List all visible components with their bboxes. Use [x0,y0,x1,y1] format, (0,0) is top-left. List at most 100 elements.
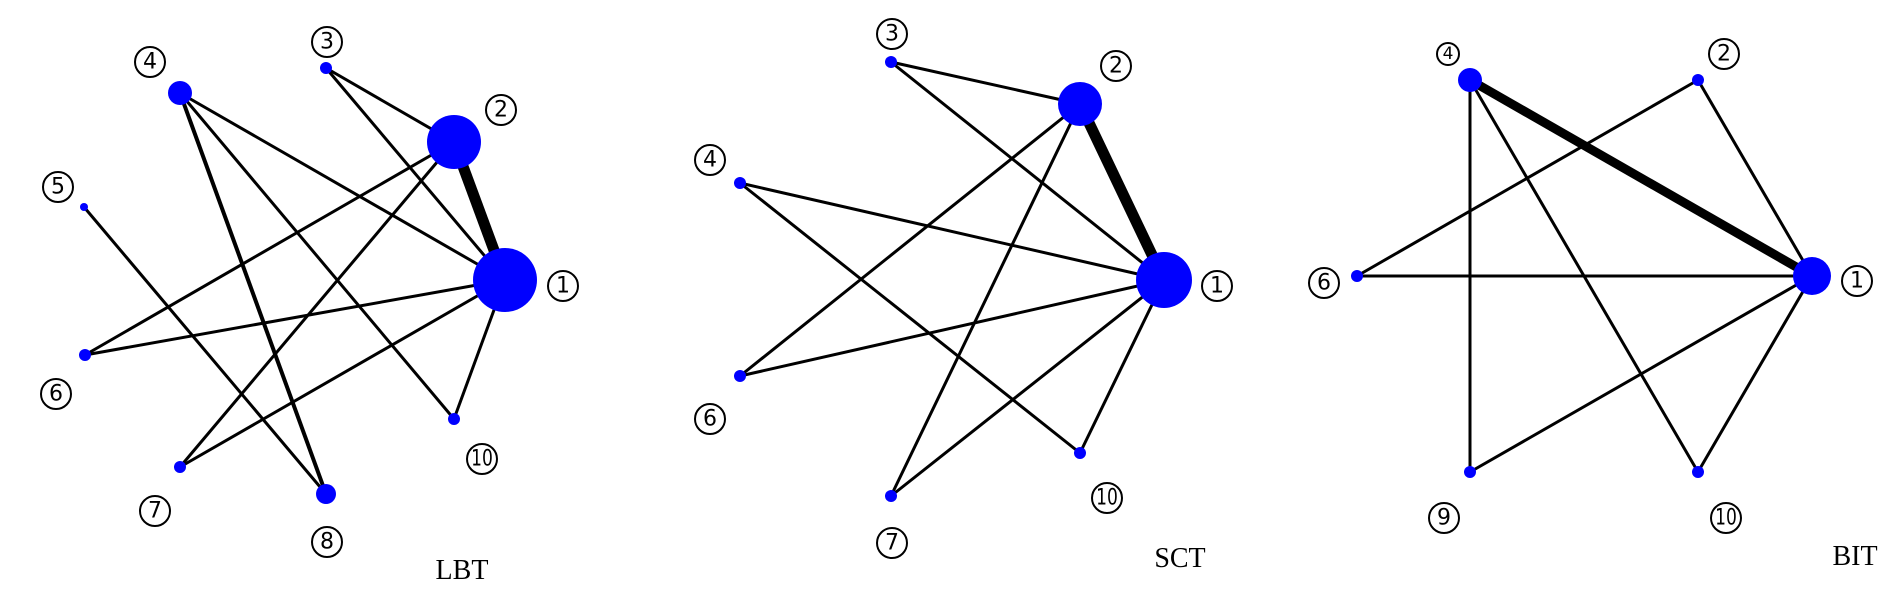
node-label-ring [876,18,908,50]
node-label-6: 6 [40,378,72,410]
node-label-ring [1428,502,1460,534]
node-3 [885,56,897,68]
edge-7-2 [178,141,456,468]
node-6 [79,349,91,361]
edge-3-2 [890,60,1081,106]
node-label-1: 1 [1841,265,1873,297]
node-2 [1058,82,1102,126]
node-label-10: 10 [466,443,498,475]
edge-group [739,60,1169,498]
node-label-text: 6 [1317,271,1331,296]
edge-3-1 [324,67,507,281]
node-5 [80,203,88,211]
edge-3-1 [890,60,1165,282]
node-label-4: 4 [134,46,166,78]
edge-5-8 [82,206,328,495]
node-label-text: 2 [1109,54,1123,79]
node-label-text: 6 [703,407,717,432]
node-2 [427,115,481,169]
edge-4-8 [178,92,328,495]
node-label-text: 2 [494,98,508,123]
node-2 [1692,74,1704,86]
node-label-5: 5 [42,171,74,203]
node-10 [1074,447,1086,459]
node-4 [734,177,746,189]
node-label-text: 10 [1715,506,1737,531]
edge-7-2 [889,103,1082,497]
node-7 [174,461,186,473]
node-1 [473,248,537,312]
node-label-text: 1 [1210,274,1224,299]
node-label-2: 2 [1100,50,1132,82]
node-label-text: 9 [1437,506,1451,531]
node-label-text: 1 [1850,269,1864,294]
node-label-4: 4 [694,144,726,176]
node-9 [1464,466,1476,478]
node-label-ring [466,443,498,475]
edge-4-1 [1467,76,1815,280]
node-label-9: 9 [1428,502,1460,534]
edge-4-10 [739,181,1081,455]
edge-2-1 [1075,101,1169,283]
edge-10-1 [1078,279,1166,454]
node-label-text: 10 [1096,486,1118,511]
node-label-10: 10 [1091,482,1123,514]
edge-6-1 [739,278,1165,378]
edge-6-1 [84,278,506,357]
node-label-10: 10 [1710,502,1742,534]
edge-group [1356,76,1815,474]
node-7 [885,490,897,502]
node-label-ring [42,171,74,203]
node-1 [1793,257,1831,295]
node-label-1: 1 [1201,270,1233,302]
edge-group [82,66,511,495]
node-label-ring [485,94,517,126]
node-label-ring [1708,38,1740,70]
node-label-3: 3 [876,18,908,50]
node-label-ring [311,526,343,558]
node-6 [1351,270,1363,282]
panel-title-lbt: LBT [436,555,489,586]
node-label-7: 7 [876,527,908,559]
node-label-text: 4 [1443,44,1454,64]
node-label-text: 7 [148,499,162,524]
node-3 [320,62,332,74]
node-label-ring [40,378,72,410]
node-label-text: 5 [51,175,65,200]
node-label-ring [694,144,726,176]
edge-4-1 [179,91,506,282]
node-label-ring [1308,267,1340,299]
panel-title-sct: SCT [1154,543,1205,574]
edge-2-6 [1356,78,1699,278]
node-label-8: 8 [311,526,343,558]
node-6 [734,370,746,382]
node-label-ring [311,26,343,58]
node-label-ring [1201,270,1233,302]
node-label-text: 4 [703,148,717,173]
node-label-4: 4 [1436,42,1460,66]
node-label-ring [139,495,171,527]
node-label-text: 1 [556,274,570,299]
node-1 [1136,252,1192,308]
edge-10-1 [1696,275,1814,473]
node-label-text: 4 [143,50,157,75]
node-label-ring [1841,265,1873,297]
edge-4-10 [178,92,456,420]
node-label-6: 6 [1308,267,1340,299]
node-4 [168,81,192,105]
node-label-ring [1436,42,1460,66]
node-8 [316,484,336,504]
node-label-text: 8 [320,530,334,555]
edge-7-1 [890,278,1165,498]
node-label-ring [134,46,166,78]
edge-2-1 [1696,79,1814,277]
node-label-6: 6 [694,403,726,435]
node-label-text: 6 [49,382,63,407]
node-label-text: 10 [471,447,493,472]
node-label-ring [547,270,579,302]
node-label-7: 7 [139,495,171,527]
node-label-ring [1710,502,1742,534]
